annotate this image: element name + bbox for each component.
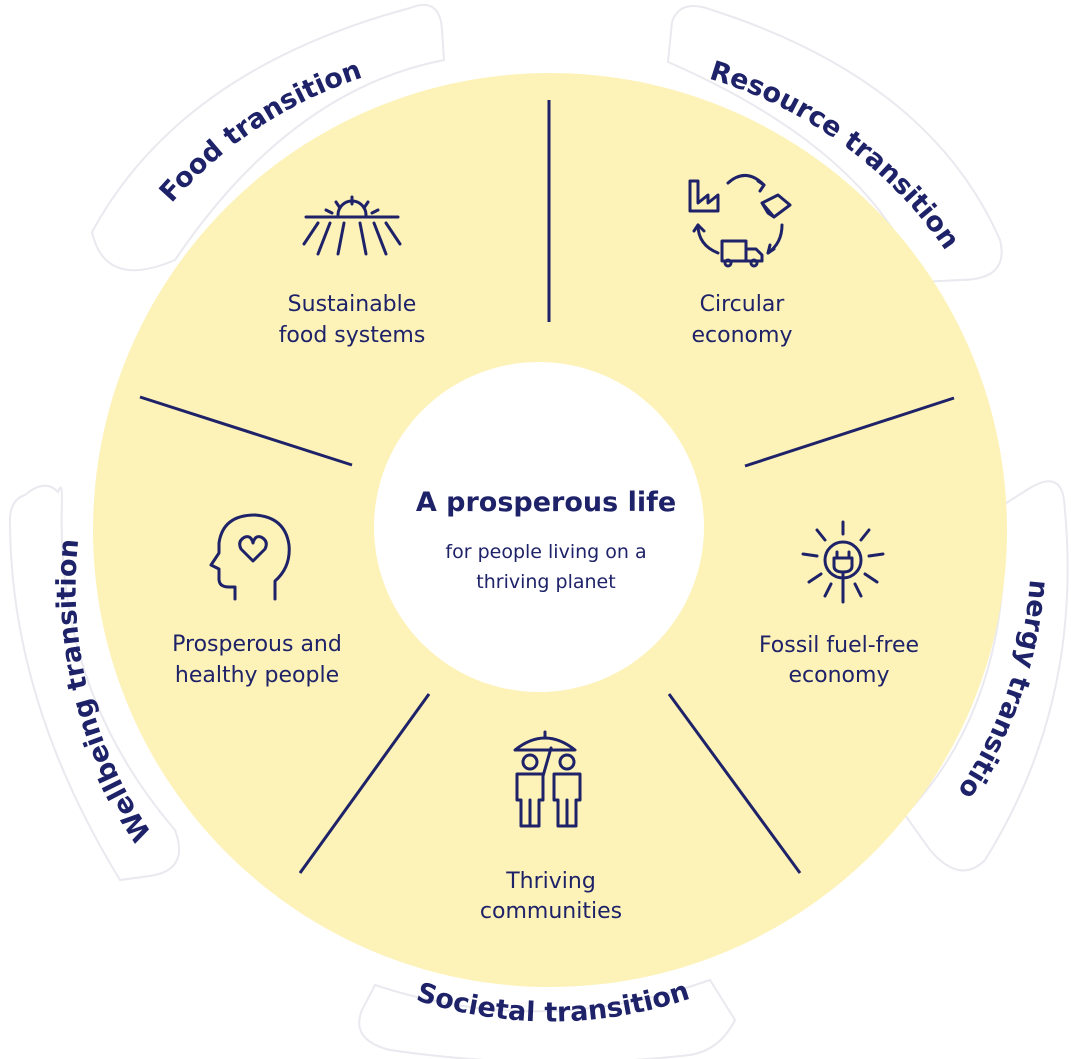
tab-energy-transition	[903, 480, 1069, 872]
tab-societal-transition	[358, 978, 737, 1059]
segment-wellbeing-line-2: healthy people	[175, 663, 339, 688]
center-title: A prosperous life	[416, 487, 676, 518]
transition-tabs	[8, 3, 1069, 1059]
people-under-umbrella-icon	[513, 730, 582, 828]
divider-societal-wellbeing	[298, 693, 431, 874]
segment-food-line-1: Sustainable	[288, 292, 417, 317]
plug-sun-icon	[801, 520, 885, 604]
segment-societal-line-1: Thriving	[505, 869, 596, 894]
head-with-heart-icon	[209, 513, 291, 601]
segment-energy-line-2: economy	[789, 663, 890, 688]
divider-resource-energy	[744, 396, 955, 468]
tab-food-transition	[90, 3, 446, 272]
segment-energy-line-1: Fossil fuel-free	[759, 633, 919, 658]
divider-energy-societal	[667, 693, 802, 874]
divider-wellbeing-food	[139, 395, 353, 467]
segment-dividers	[139, 100, 955, 874]
tab-resource-transition	[666, 5, 1003, 284]
segment-resource-line-2: economy	[692, 323, 793, 348]
segment-food-line-2: food systems	[279, 323, 426, 348]
segment-wellbeing-line-1: Prosperous and	[172, 632, 342, 657]
center-subtitle-line-2: thriving planet	[476, 571, 615, 593]
sun-over-field-icon	[302, 195, 402, 256]
center-subtitle-line-1: for people living on a	[445, 541, 646, 563]
circular-economy-icon	[688, 174, 792, 268]
center-circle	[374, 362, 704, 692]
segment-resource-line-1: Circular	[700, 292, 786, 317]
tab-wellbeing-transition	[8, 484, 180, 882]
segment-societal-line-2: communities	[480, 899, 622, 924]
